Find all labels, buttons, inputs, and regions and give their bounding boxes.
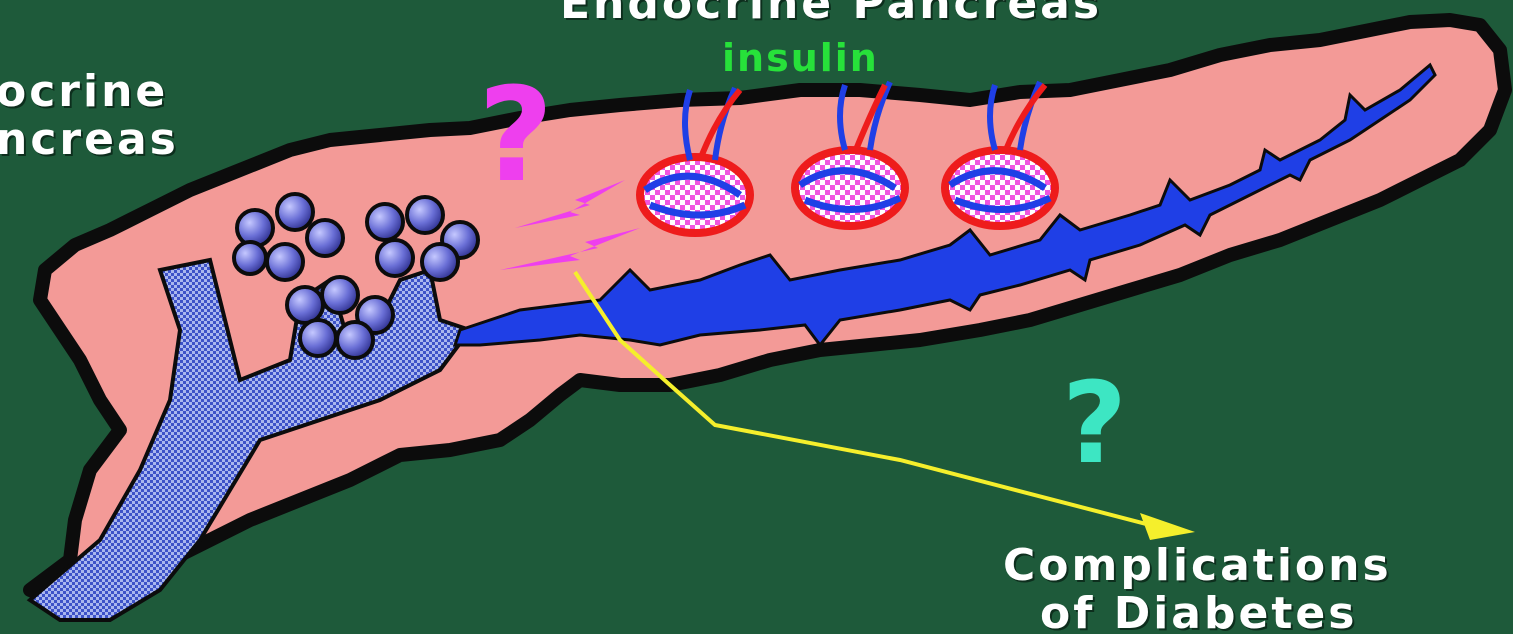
- cyan-question-mark-icon: ?: [1062, 368, 1127, 480]
- complications-label-line2: of Diabetes: [1040, 588, 1357, 634]
- endocrine-pancreas-title: Endocrine Pancreas: [560, 0, 1102, 29]
- exocrine-pancreas-title-line1: ocrine: [0, 66, 168, 117]
- arrowhead-icon: [1140, 513, 1195, 540]
- complications-label-line1: Complications: [1003, 540, 1392, 591]
- magenta-question-mark-icon: ?: [478, 70, 553, 200]
- insulin-label: insulin: [722, 36, 879, 80]
- exocrine-pancreas-title-line2: ncreas: [0, 114, 179, 165]
